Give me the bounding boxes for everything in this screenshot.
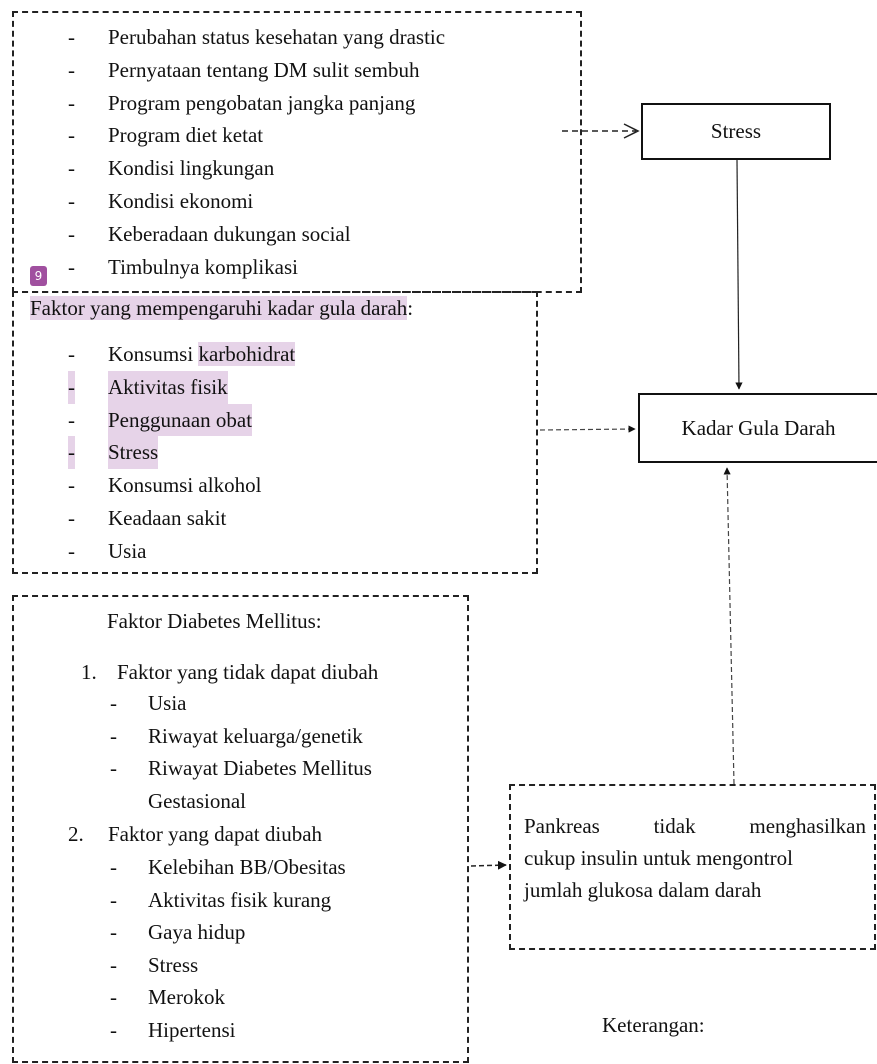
pancreas-line-3: jumlah glukosa dalam darah xyxy=(524,878,762,902)
pancreas-text: Pankreas tidak menghasilkan cukup insuli… xyxy=(524,810,866,906)
comment-badge[interactable]: 9 xyxy=(30,266,47,286)
pancreas-line-2: cukup insulin untuk mengontrol xyxy=(524,846,793,870)
dm-factors-title: Faktor Diabetes Mellitus: xyxy=(107,609,322,633)
blood-sugar-factors-title: Faktor yang mempengaruhi kadar gula dara… xyxy=(30,296,414,320)
stress-box: Stress xyxy=(641,103,831,160)
highlighted-text: Stress xyxy=(108,436,159,470)
arrow-bs-factors-to-blood-sugar xyxy=(539,425,636,433)
highlighted-text: Aktivitas fisik xyxy=(108,370,228,404)
pancreas-line-1: Pankreas tidak menghasilkan xyxy=(524,814,866,838)
pancreas-box xyxy=(509,784,876,950)
highlighted-text: Penggunaan obat xyxy=(108,403,253,437)
blood-sugar-box: Kadar Gula Darah xyxy=(638,393,877,463)
legend-title: Keterangan: xyxy=(602,1013,705,1037)
highlighted-text: karbohidrat xyxy=(198,342,296,366)
open-arrowhead xyxy=(623,123,640,139)
stress-label: Stress xyxy=(710,119,762,143)
arrow-dm-factors-to-pancreas xyxy=(470,860,507,870)
blood-sugar-label: Kadar Gula Darah xyxy=(681,415,836,440)
dm-factors-box xyxy=(12,595,469,1063)
arrow-pancreas-to-blood-sugar xyxy=(723,467,735,785)
blood-sugar-factors-box xyxy=(12,291,538,574)
highlighted-title: Faktor yang mempengaruhi kadar gula dara… xyxy=(30,296,408,320)
arrow-stress-to-blood-sugar xyxy=(735,159,743,390)
